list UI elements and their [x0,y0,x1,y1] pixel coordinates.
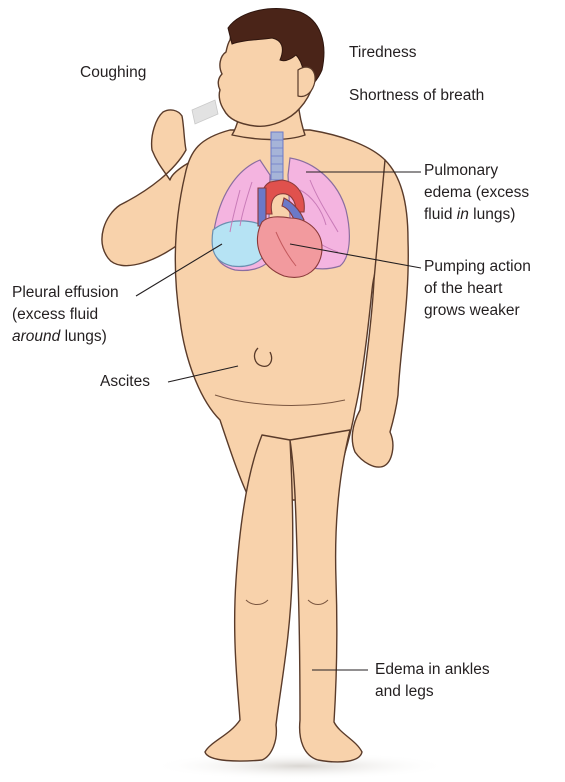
label-line: and legs [375,681,490,703]
right-leg [290,430,362,762]
label-pleural-effusion: Pleural effusion (excess fluid around lu… [12,282,119,348]
label-line: fluid in lungs) [424,204,529,226]
label-pulmonary-edema: Pulmonary edema (excess fluid in lungs) [424,160,529,226]
left-leg [205,435,293,761]
label-tiredness: Tiredness [349,42,416,64]
label-coughing: Coughing [80,62,146,84]
label-edema-ankles: Edema in ankles and legs [375,659,490,703]
label-shortness-of-breath: Shortness of breath [349,85,484,107]
label-line: grows weaker [424,300,531,322]
label-line: of the heart [424,278,531,300]
pleural-fluid [212,221,262,267]
label-line: Pumping action [424,256,531,278]
label-line: Edema in ankles [375,659,490,681]
cough-breath [192,100,218,124]
ear [298,67,315,96]
label-line: around lungs) [12,326,119,348]
label-line: (excess fluid [12,304,119,326]
label-ascites: Ascites [100,371,150,393]
label-line: edema (excess [424,182,529,204]
label-line: Pleural effusion [12,282,119,304]
floor-shadow [150,752,450,780]
label-line: Pulmonary [424,160,529,182]
label-pumping-action: Pumping action of the heart grows weaker [424,256,531,322]
